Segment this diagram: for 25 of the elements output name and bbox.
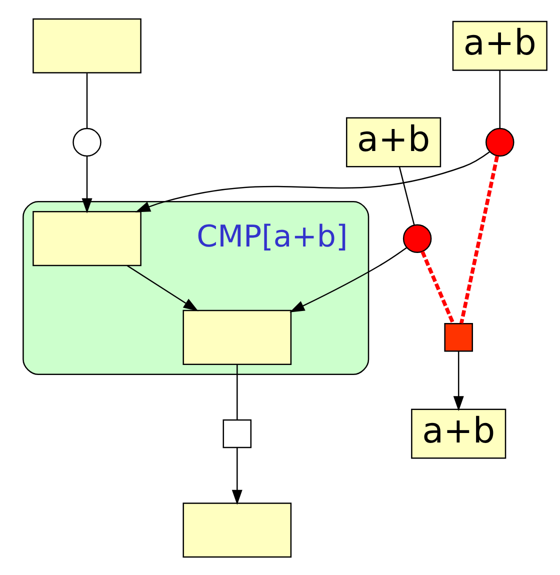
node-label: CMP[a+b] (196, 218, 348, 254)
arrow (453, 350, 464, 411)
connector (499, 70, 501, 128)
node-circle (402, 224, 432, 252)
connector (398, 166, 415, 225)
connector (236, 364, 238, 420)
node-box (222, 418, 252, 448)
node-circle (486, 127, 514, 156)
arrow (232, 447, 242, 504)
node-box: a+b (346, 116, 442, 167)
connector (420, 250, 455, 324)
connector (460, 155, 500, 324)
arrow (82, 156, 92, 213)
node-box: a+b (452, 20, 548, 70)
node-box (32, 210, 142, 266)
node-box (32, 18, 142, 73)
arrow (135, 150, 490, 212)
node-box (182, 502, 292, 558)
arrow (290, 246, 408, 312)
node-box (444, 322, 473, 352)
connector (86, 72, 88, 128)
node-box (182, 309, 292, 364)
node-box: a+b (411, 408, 506, 458)
arrow (126, 264, 198, 311)
node-circle (72, 127, 102, 156)
